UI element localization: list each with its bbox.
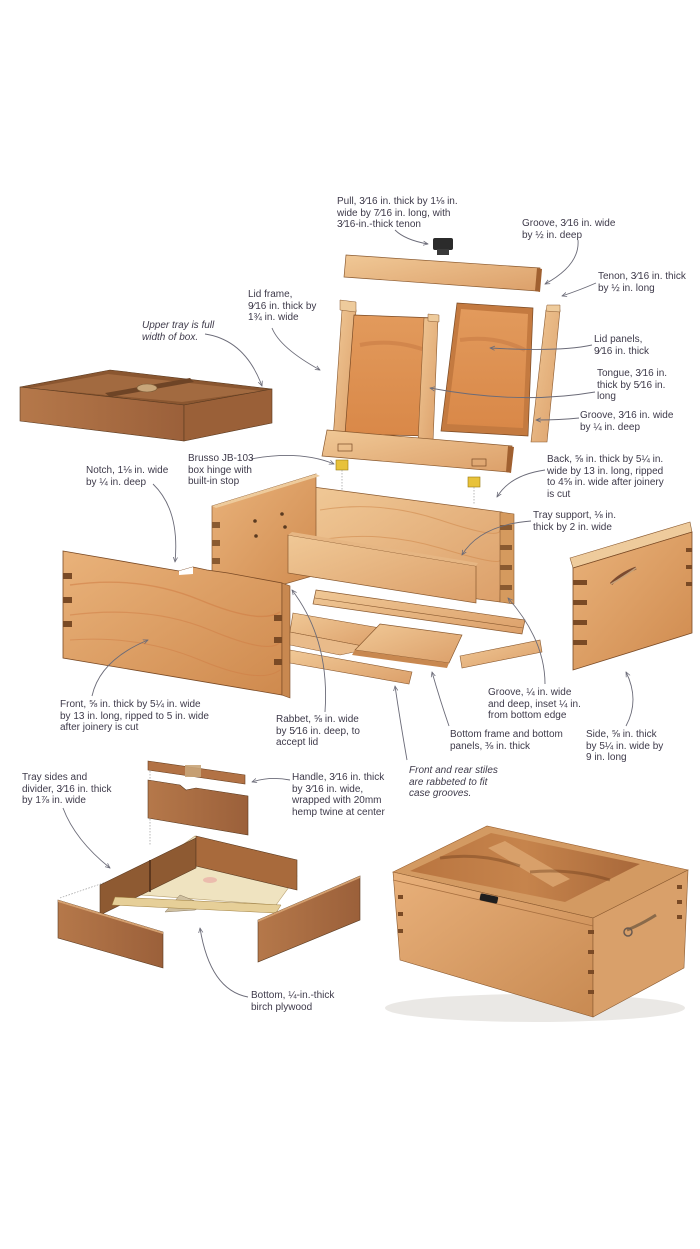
lid-stile [530,304,561,443]
label-tray-sides: Tray sides and divider, 3⁄16 in. thick b… [22,772,112,806]
label-lid-panels: Lid panels, 9⁄16 in. thick [594,334,650,357]
label-front: Front, ⅝ in. thick by 5¼ in. wide by 13 … [60,699,209,733]
side-panel [569,521,693,671]
lid-frame-back-rail [343,254,542,292]
label-pull: Pull, 3⁄16 in. thick by 1⅛ in. wide by 7… [337,196,458,230]
lid-frame [321,299,514,473]
front-panel [62,550,291,699]
label-notch: Notch, 1⅛ in. wide by ¼ in. deep [86,465,169,488]
upper-tray [19,369,273,442]
label-groove-lid: Groove, 3⁄16 in. wide by ¼ in. deep [580,410,674,433]
label-handle: Handle, 3⁄16 in. thick by 3⁄16 in. wide,… [292,772,385,818]
leader-lines [62,229,634,998]
label-back: Back, ⅝ in. thick by 5¼ in. wide by 13 i… [547,454,664,500]
label-hinge: Brusso JB-103 box hinge with built-in st… [188,453,254,487]
label-side: Side, ⅝ in. thick by 5¼ in. wide by 9 in… [586,729,664,763]
label-rabbet: Rabbet, ⅝ in. wide by 5⁄16 in. deep, to … [276,714,360,748]
tray-support [287,532,478,604]
label-tongue: Tongue, 3⁄16 in. thick by 5⁄16 in. long [597,368,668,402]
label-lid-frame: Lid frame, 9⁄16 in. thick by 1¾ in. wide [248,289,317,323]
label-groove-bottom: Groove, ¼ in. wide and deep, inset ¼ in.… [488,687,581,721]
label-tray-support: Tray support, ⅛ in. thick by 2 in. wide [533,510,616,533]
label-tray-bottom: Bottom, ¼-in.-thick birch plywood [251,990,335,1013]
hinges [335,459,481,505]
finished-box [385,825,689,1022]
label-tenon: Tenon, 3⁄16 in. thick by ½ in. long [598,271,686,294]
label-stiles: Front and rear stiles are rabbeted to fi… [409,765,498,799]
label-bottom-frame: Bottom frame and bottom panels, ⅜ in. th… [450,729,563,752]
lid-panel [440,302,534,437]
label-groove-top: Groove, 3⁄16 in. wide by ½ in. deep [522,218,616,241]
tray-exploded [57,760,361,969]
bottom-frame [289,589,543,685]
label-upper-tray: Upper tray is full width of box. [142,320,215,343]
